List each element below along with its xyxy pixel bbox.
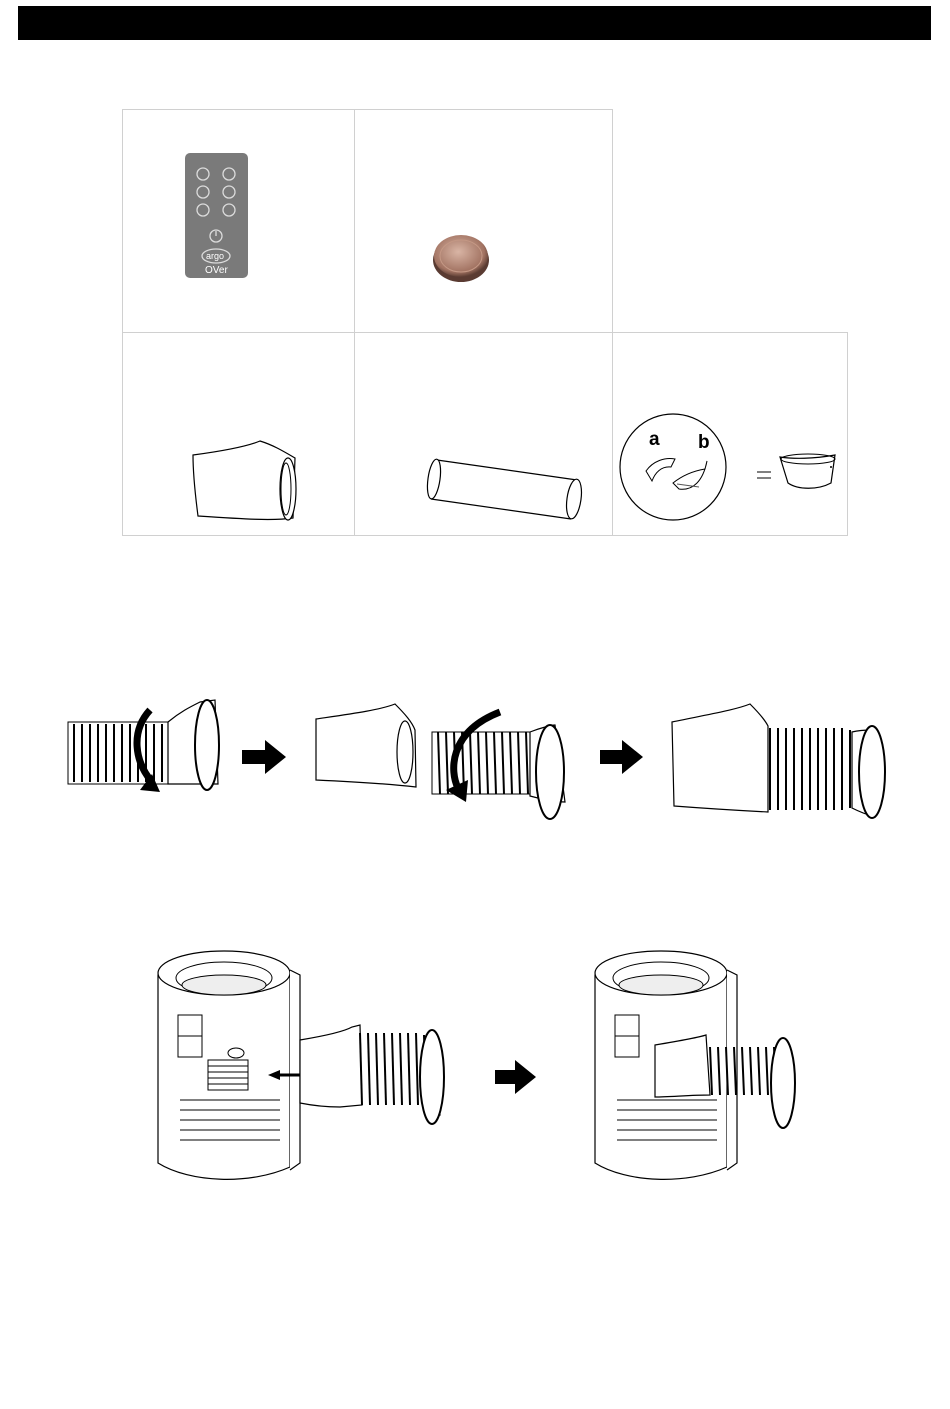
remote-control-icon: [123, 110, 356, 334]
unit-connection-figure: [140, 945, 840, 1190]
header-title: [18, 13, 28, 33]
exhaust-hose-icon: [355, 333, 614, 537]
hose-adapter-icon: [123, 333, 356, 537]
hose-assembly-figure: [60, 692, 900, 842]
accessories-table: argo OVer: [122, 109, 848, 536]
arrow-right-icon: [600, 740, 643, 774]
header-bar: [18, 6, 931, 40]
coin-battery-icon: [355, 110, 614, 334]
accessory-cell-hose-adapter: [122, 332, 355, 536]
accessory-cell-window-adapter: a b: [612, 332, 848, 536]
accessory-cell-battery: [354, 109, 613, 333]
air-conditioner-icon: [158, 951, 300, 1179]
adapter-label-b: b: [698, 432, 710, 454]
adapter-label-a: a: [649, 429, 660, 451]
assembly-step-1: [60, 692, 900, 847]
arrow-right-icon: [495, 1060, 536, 1094]
hose-adapter-rotate-icon: [68, 700, 219, 792]
assembly-step-2: [140, 945, 840, 1195]
air-conditioner-icon: [595, 951, 795, 1179]
accessory-cell-exhaust-hose: [354, 332, 613, 536]
arrow-right-icon: [242, 740, 286, 774]
accessory-cell-remote: argo OVer: [122, 109, 355, 333]
remote-model: OVer: [205, 265, 228, 276]
remote-brand: argo: [206, 251, 224, 261]
